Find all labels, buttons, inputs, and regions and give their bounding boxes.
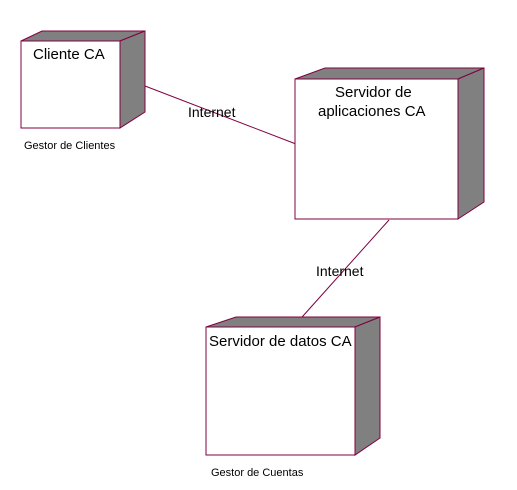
node-servidor-datos-caption: Gestor de Cuentas (211, 467, 304, 479)
node-servidor-datos-side (354, 316, 381, 456)
node-servidor-aplicaciones-label-line1: Servidor de (335, 84, 412, 101)
node-servidor-aplicaciones-side (457, 67, 485, 220)
node-cliente-caption: Gestor de Clientes (24, 140, 116, 152)
node-cliente-side (119, 30, 146, 129)
node-servidor-datos-face (205, 326, 356, 456)
node-servidor-datos[interactable]: Servidor de datos CA (205, 316, 381, 456)
node-servidor-datos-label: Servidor de datos CA (209, 333, 352, 350)
node-servidor-aplicaciones-top (294, 67, 485, 80)
node-servidor-aplicaciones[interactable]: Servidor de aplicaciones CA (294, 67, 485, 220)
connector-label-internet-1: Internet (188, 104, 236, 120)
node-cliente-face (20, 40, 121, 129)
connector-aplicaciones-datos (293, 219, 390, 327)
connector-cliente-aplicaciones (131, 80, 297, 145)
connector-label-internet-2: Internet (316, 263, 364, 279)
node-servidor-aplicaciones-face (294, 78, 459, 220)
node-servidor-aplicaciones-label-line2: aplicaciones CA (318, 103, 426, 120)
node-servidor-datos-top (205, 316, 381, 328)
node-cliente[interactable]: Cliente CA (20, 30, 146, 129)
node-cliente-label: Cliente CA (33, 46, 105, 63)
